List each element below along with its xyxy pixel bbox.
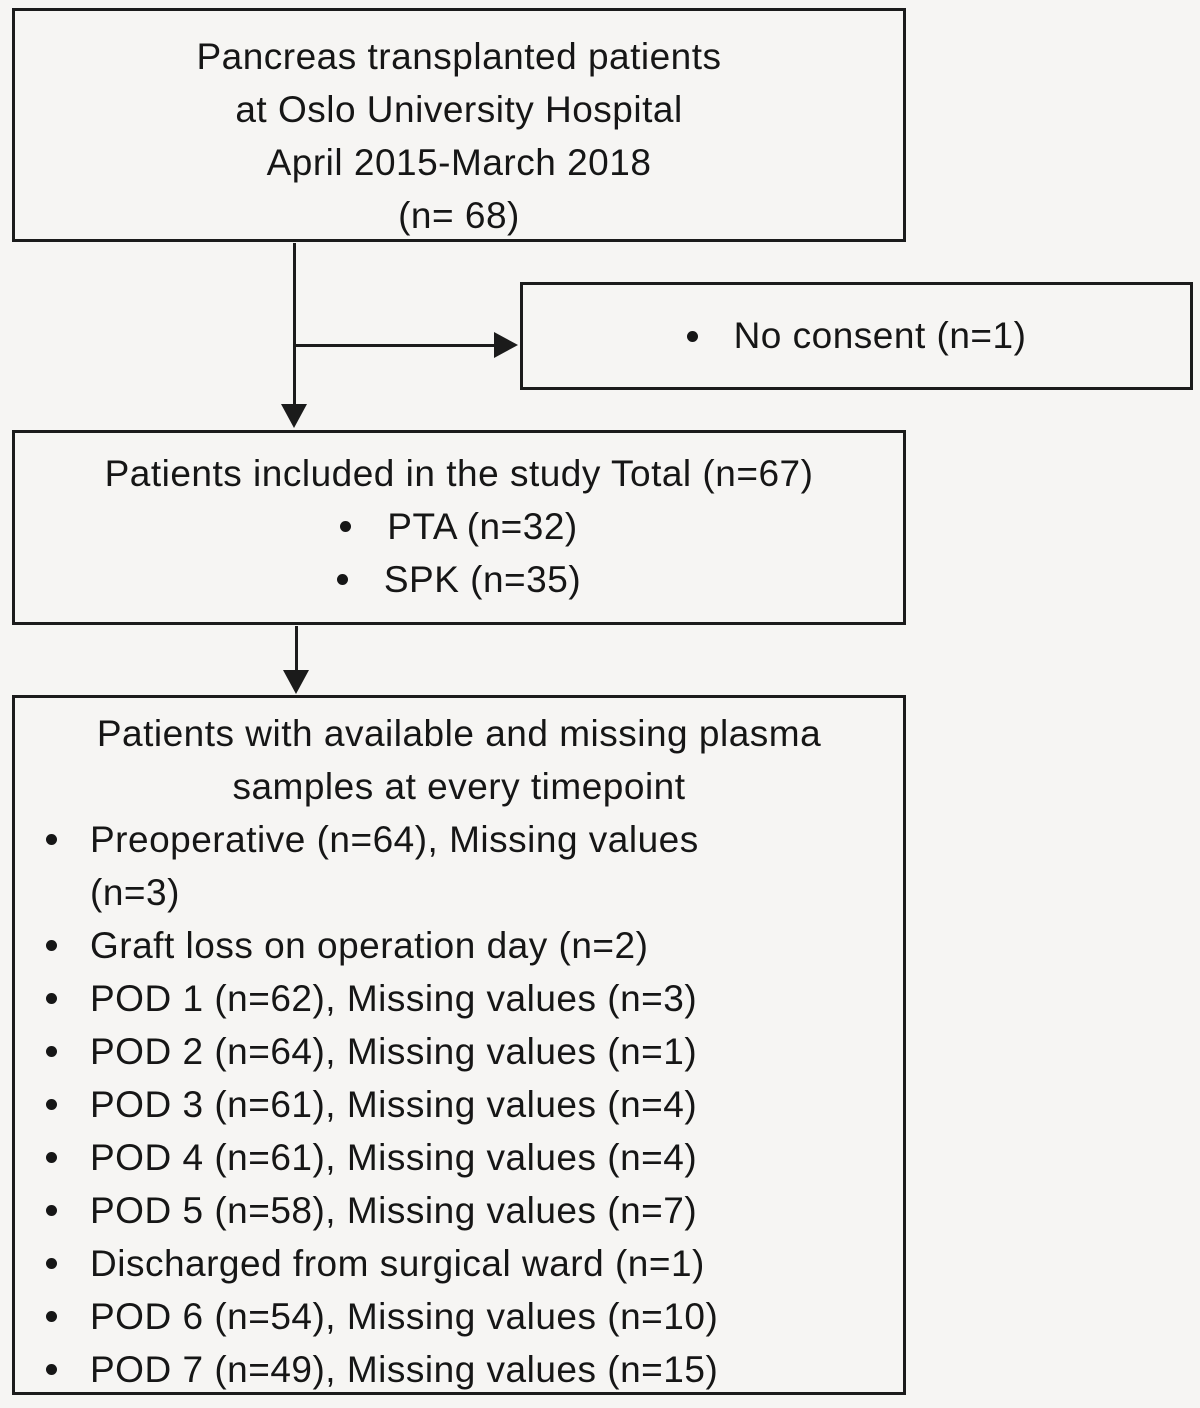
samples-item: POD 3 (n=61), Missing values (n=4) — [90, 1084, 698, 1125]
arrow-line-vertical — [293, 243, 296, 405]
included-box-title: Patients included in the study Total (n=… — [104, 453, 814, 494]
bullet-icon — [46, 940, 57, 951]
samples-item: POD 4 (n=61), Missing values (n=4) — [90, 1137, 698, 1178]
list-item: SPK (n=35) — [15, 553, 903, 606]
source-box-line: Pancreas transplanted patients — [196, 36, 722, 77]
bullet-icon — [336, 574, 348, 585]
list-item: PTA (n=32) — [15, 500, 903, 553]
list-item: POD 2 (n=64), Missing values (n=1) — [15, 1025, 903, 1078]
bullet-icon — [46, 1099, 57, 1110]
samples-item: Discharged from surgical ward (n=1) — [90, 1243, 705, 1284]
samples-item: POD 7 (n=49), Missing values (n=15) — [90, 1349, 719, 1390]
arrow-line-vertical — [295, 626, 298, 671]
arrow-down-icon — [283, 670, 309, 694]
included-item: SPK (n=35) — [383, 559, 582, 600]
samples-box-title-line: Patients with available and missing plas… — [96, 713, 822, 754]
list-item: Preoperative (n=64), Missing values (n=3… — [15, 813, 903, 919]
included-box: Patients included in the study Total (n=… — [12, 430, 906, 625]
samples-box-title-line: samples at every timepoint — [232, 766, 686, 807]
arrow-right-icon — [494, 332, 518, 358]
bullet-icon — [46, 1152, 57, 1163]
list-item: POD 1 (n=62), Missing values (n=3) — [15, 972, 903, 1025]
list-item: POD 3 (n=61), Missing values (n=4) — [15, 1078, 903, 1131]
excluded-box: No consent (n=1) — [520, 282, 1193, 390]
bullet-icon — [46, 993, 57, 1004]
samples-item: Graft loss on operation day (n=2) — [90, 925, 649, 966]
list-item: POD 7 (n=49), Missing values (n=15) — [15, 1343, 903, 1396]
bullet-icon — [46, 1258, 57, 1269]
bullet-icon — [686, 330, 698, 342]
list-item: POD 4 (n=61), Missing values (n=4) — [15, 1131, 903, 1184]
samples-box: Patients with available and missing plas… — [12, 695, 906, 1395]
samples-item: POD 2 (n=64), Missing values (n=1) — [90, 1031, 698, 1072]
bullet-icon — [46, 1046, 57, 1057]
bullet-icon — [340, 521, 352, 532]
list-item: Discharged from surgical ward (n=1) — [15, 1237, 903, 1290]
included-item: PTA (n=32) — [387, 506, 578, 547]
samples-item: POD 5 (n=58), Missing values (n=7) — [90, 1190, 698, 1231]
arrow-down-icon — [281, 404, 307, 428]
source-population-box: Pancreas transplanted patients at Oslo U… — [12, 8, 906, 242]
excluded-item: No consent (n=1) — [733, 315, 1027, 356]
samples-item: POD 6 (n=54), Missing values (n=10) — [90, 1296, 719, 1337]
source-box-line: at Oslo University Hospital — [235, 89, 683, 130]
bullet-icon — [46, 1311, 57, 1322]
bullet-icon — [46, 1364, 57, 1375]
list-item: Graft loss on operation day (n=2) — [15, 919, 903, 972]
source-box-line: April 2015-March 2018 — [266, 142, 652, 183]
list-item: POD 5 (n=58), Missing values (n=7) — [15, 1184, 903, 1237]
bullet-icon — [46, 834, 57, 845]
bullet-icon — [46, 1205, 57, 1216]
samples-item: Preoperative (n=64), Missing values (n=3… — [90, 819, 699, 913]
source-box-line: (n= 68) — [398, 195, 520, 236]
list-item: POD 6 (n=54), Missing values (n=10) — [15, 1290, 903, 1343]
branch-line-horizontal — [295, 344, 495, 347]
samples-item: POD 1 (n=62), Missing values (n=3) — [90, 978, 698, 1019]
